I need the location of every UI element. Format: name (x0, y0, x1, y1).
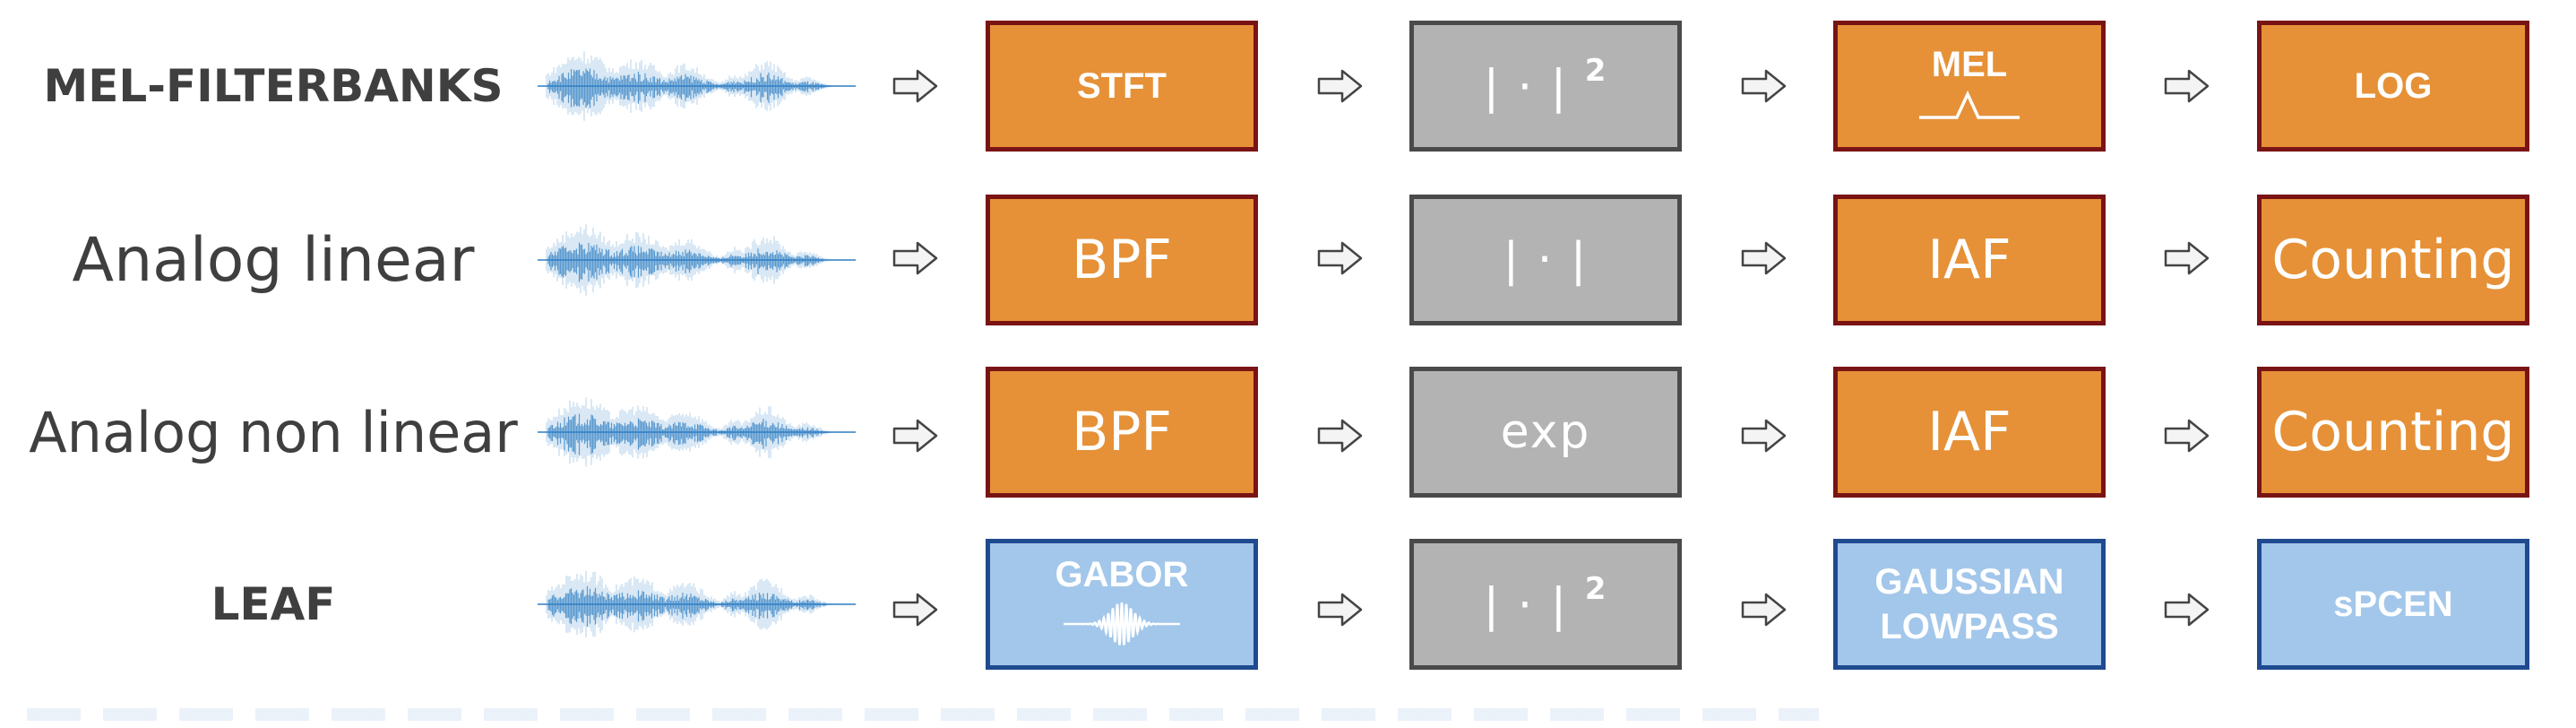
stage-exponent: 2 (1584, 570, 1608, 607)
right-arrow-icon (892, 69, 938, 103)
stage-label: Counting (2271, 401, 2515, 464)
stage-label: exp (1500, 405, 1591, 459)
right-arrow-icon (1741, 419, 1787, 453)
right-arrow-icon (1741, 593, 1787, 627)
right-arrow-icon (1741, 241, 1787, 275)
stage-label: GAUSSIAN (1874, 562, 2064, 602)
row-label: MEL-FILTERBANKS (43, 60, 504, 112)
squared-magnitude-block: | · | 2 (1409, 539, 1682, 670)
stage-label: sPCEN (2333, 585, 2453, 624)
stage-label: | · | (1483, 578, 1569, 633)
decorative-strip (27, 708, 1819, 721)
pipeline-row-analog-non-linear: Analog non linear BPF exp IAF Counting (0, 360, 2576, 504)
magnitude-block: | · | (1409, 195, 1682, 325)
right-arrow-icon (2164, 69, 2210, 103)
log-block: LOG (2257, 21, 2529, 152)
waveform-icon (538, 397, 856, 467)
stage-label: LOG (2354, 66, 2433, 106)
row-label: LEAF (211, 578, 336, 630)
stage-label: IAF (1927, 229, 2012, 291)
stage-label: MEL (1931, 45, 2008, 84)
gaussian-lowpass-block: GAUSSIAN LOWPASS (1833, 539, 2106, 670)
squared-magnitude-block: | · | 2 (1409, 21, 1682, 152)
stage-label: STFT (1077, 66, 1167, 106)
right-arrow-icon (1317, 241, 1363, 275)
mel-block: MEL (1833, 21, 2106, 152)
stage-exponent: 2 (1584, 52, 1608, 89)
counting-block: Counting (2257, 195, 2529, 325)
right-arrow-icon (2164, 419, 2210, 453)
stage-label: GABOR (1055, 555, 1189, 594)
row-label: Analog linear (72, 224, 475, 296)
iaf-block: IAF (1833, 367, 2106, 498)
mel-triangle-icon (1919, 90, 2020, 119)
stft-block: STFT (986, 21, 1258, 152)
waveform-icon (538, 224, 856, 296)
counting-block: Counting (2257, 367, 2529, 498)
right-arrow-icon (2164, 241, 2210, 275)
stage-label-line2: LOWPASS (1880, 607, 2059, 646)
stage-label: IAF (1927, 401, 2012, 464)
stage-label: | · | (1503, 233, 1589, 287)
exp-block: exp (1409, 367, 1682, 498)
stage-label: Counting (2271, 229, 2515, 291)
stage-label: BPF (1072, 229, 1172, 291)
right-arrow-icon (1317, 593, 1363, 627)
right-arrow-icon (1741, 69, 1787, 103)
right-arrow-icon (1317, 69, 1363, 103)
stage-label: | · | (1483, 60, 1569, 115)
pipeline-row-leaf: LEAF GABOR | · | 2 GAUSSIAN LOWPASS sPCE… (0, 533, 2576, 676)
right-arrow-icon (892, 241, 938, 275)
right-arrow-icon (892, 593, 938, 627)
row-label: Analog non linear (29, 399, 518, 465)
waveform-icon (538, 570, 856, 638)
waveform-icon (538, 51, 856, 121)
gabor-block: GABOR (986, 539, 1258, 670)
right-arrow-icon (892, 419, 938, 453)
bpf-block: BPF (986, 367, 1258, 498)
stage-label: BPF (1072, 401, 1172, 464)
right-arrow-icon (1317, 419, 1363, 453)
pipeline-row-analog-linear: Analog linear BPF | · | IAF Counting (0, 188, 2576, 332)
iaf-block: IAF (1833, 195, 2106, 325)
spcen-block: sPCEN (2257, 539, 2529, 670)
gabor-wavelet-icon (1064, 602, 1180, 646)
bpf-block: BPF (986, 195, 1258, 325)
right-arrow-icon (2164, 593, 2210, 627)
pipeline-row-mel-filterbanks: MEL-FILTERBANKS STFT | · | 2 MEL LOG (0, 14, 2576, 158)
